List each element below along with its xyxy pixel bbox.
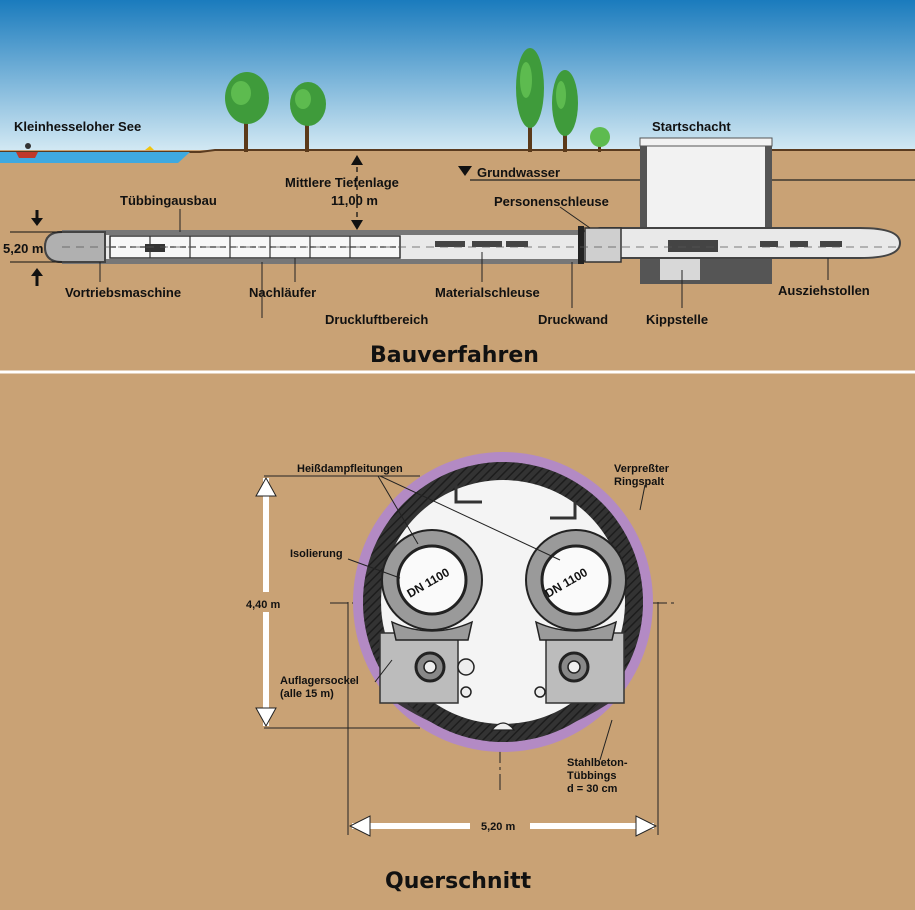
diameter-dimension xyxy=(10,210,62,286)
duck-icon xyxy=(145,146,154,150)
wagon-icon xyxy=(506,241,528,247)
height-dimension xyxy=(255,475,420,729)
label-groundwater: Grundwasser xyxy=(477,165,560,180)
label-insulation: Isolierung xyxy=(290,548,343,560)
cable-icon xyxy=(457,658,475,676)
label-compressed-air: Druckluftbereich xyxy=(325,312,428,327)
segment-lining xyxy=(62,230,580,235)
wagon-icon xyxy=(820,241,842,247)
drain-icon xyxy=(490,722,516,731)
label-segments-1: Stahlbeton- xyxy=(567,757,628,769)
tree-icon xyxy=(590,127,610,152)
steam-pipe-left xyxy=(381,529,483,641)
personnel-lock xyxy=(584,227,622,263)
label-support-1: Auflagersockel xyxy=(280,675,359,687)
label-grouted-1: Verpreßter xyxy=(614,463,670,475)
label-segments-2: Tübbings xyxy=(567,770,617,782)
tipping-pit xyxy=(660,256,700,280)
label-personnel-lock: Personenschleuse xyxy=(494,194,609,209)
cross-section: DN 1100 DN 1100 xyxy=(246,452,675,894)
wagon-icon xyxy=(790,241,808,247)
bracket-icon xyxy=(454,484,482,504)
leader-lines xyxy=(99,206,829,318)
groundwater-triangle-icon xyxy=(458,166,472,176)
wagon-icon xyxy=(435,241,465,247)
label-segment-lining: Tübbingausbau xyxy=(120,193,217,208)
label-diameter: 5,20 m xyxy=(3,241,43,256)
tree-icon xyxy=(516,48,544,152)
wagon-icon xyxy=(145,244,165,252)
pressure-wall xyxy=(578,226,584,264)
steam-pipe-right xyxy=(525,529,627,641)
lake xyxy=(0,152,190,163)
rower-icon xyxy=(25,143,31,149)
label-backup: Nachläufer xyxy=(249,285,316,300)
label-tipping-point: Kippstelle xyxy=(646,312,708,327)
sky xyxy=(0,0,915,155)
title-querschnitt: Querschnitt xyxy=(385,869,532,894)
label-material-lock: Materialschleuse xyxy=(435,285,540,300)
wagon-icon xyxy=(760,241,778,247)
label-pressure-wall: Druckwand xyxy=(538,312,608,327)
label-steam-pipes: Heißdampfleitungen xyxy=(297,463,403,475)
width-dimension xyxy=(347,602,659,837)
leader-lines-bottom xyxy=(347,475,646,761)
label-grouted-2: Ringspalt xyxy=(614,476,664,488)
label-depth-2: 11,00 m xyxy=(331,193,378,208)
wagon-icon xyxy=(472,241,502,247)
tree-icon xyxy=(225,72,269,152)
tree-icon xyxy=(290,82,326,152)
label-pull-tunnel: Ausziehstollen xyxy=(778,283,870,298)
label-segments-3: d = 30 cm xyxy=(567,783,618,795)
label-width: 5,20 m xyxy=(481,821,515,833)
title-bauverfahren: Bauverfahren xyxy=(370,343,539,368)
label-lake: Kleinhesseloher See xyxy=(14,119,141,134)
label-start-shaft: Startschacht xyxy=(652,119,731,134)
label-support-2: (alle 15 m) xyxy=(280,688,334,700)
bracket-icon xyxy=(550,502,577,520)
tree-icon xyxy=(552,70,578,152)
label-height: 4,40 m xyxy=(246,599,280,611)
loader-icon xyxy=(668,240,718,252)
longitudinal-section: Kleinhesseloher See Startschacht Mittler… xyxy=(0,0,915,374)
depth-dimension xyxy=(351,155,363,230)
label-depth-1: Mittlere Tiefenlage xyxy=(285,175,399,190)
label-tbm: Vortriebsmaschine xyxy=(65,285,181,300)
boat-icon xyxy=(16,152,38,158)
